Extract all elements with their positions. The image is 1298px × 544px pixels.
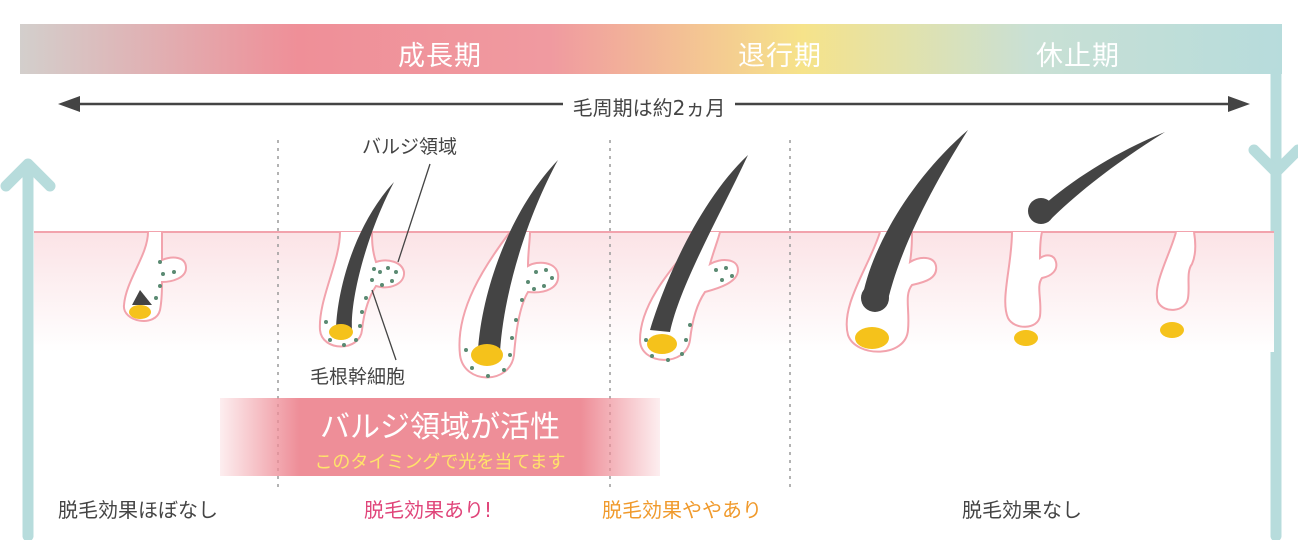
label-leaders — [371, 163, 431, 361]
follicle-early-anagen — [123, 231, 188, 322]
follicle-telogen-1 — [845, 130, 968, 353]
phase-band — [20, 24, 1282, 74]
effect-none: 脱毛効果なし — [962, 498, 1082, 522]
follicle-catagen — [638, 155, 748, 361]
hair-stem-cells-label: 毛根幹細胞 — [310, 366, 406, 388]
effect-somewhat: 脱毛効果ややあり — [602, 498, 762, 522]
phase-telogen-label: 休止期 — [1036, 41, 1120, 72]
banner-title: バルジ領域が活性 — [320, 410, 560, 445]
bulge-active-banner: バルジ領域が活性 このタイミングで光を当てます — [220, 398, 660, 476]
phase-dividers — [277, 140, 791, 490]
bulge-region-label: バルジ領域 — [362, 136, 458, 158]
banner-subtitle: このタイミングで光を当てます — [314, 452, 566, 473]
effect-almost-none: 脱毛効果ほぼなし — [58, 498, 218, 522]
phase-catagen-label: 退行期 — [738, 41, 822, 72]
effect-yes: 脱毛効果あり! — [364, 498, 493, 522]
follicle-anagen-2 — [458, 160, 560, 379]
cycle-duration-label: 毛周期は約2ヵ月 — [0, 92, 1298, 121]
stem-cell-dots — [154, 260, 734, 378]
cycle-frame — [0, 68, 1298, 542]
follicle-telogen-2 — [1004, 132, 1165, 346]
phase-anagen-label: 成長期 — [398, 41, 482, 72]
follicle-telogen-3 — [1155, 231, 1197, 338]
